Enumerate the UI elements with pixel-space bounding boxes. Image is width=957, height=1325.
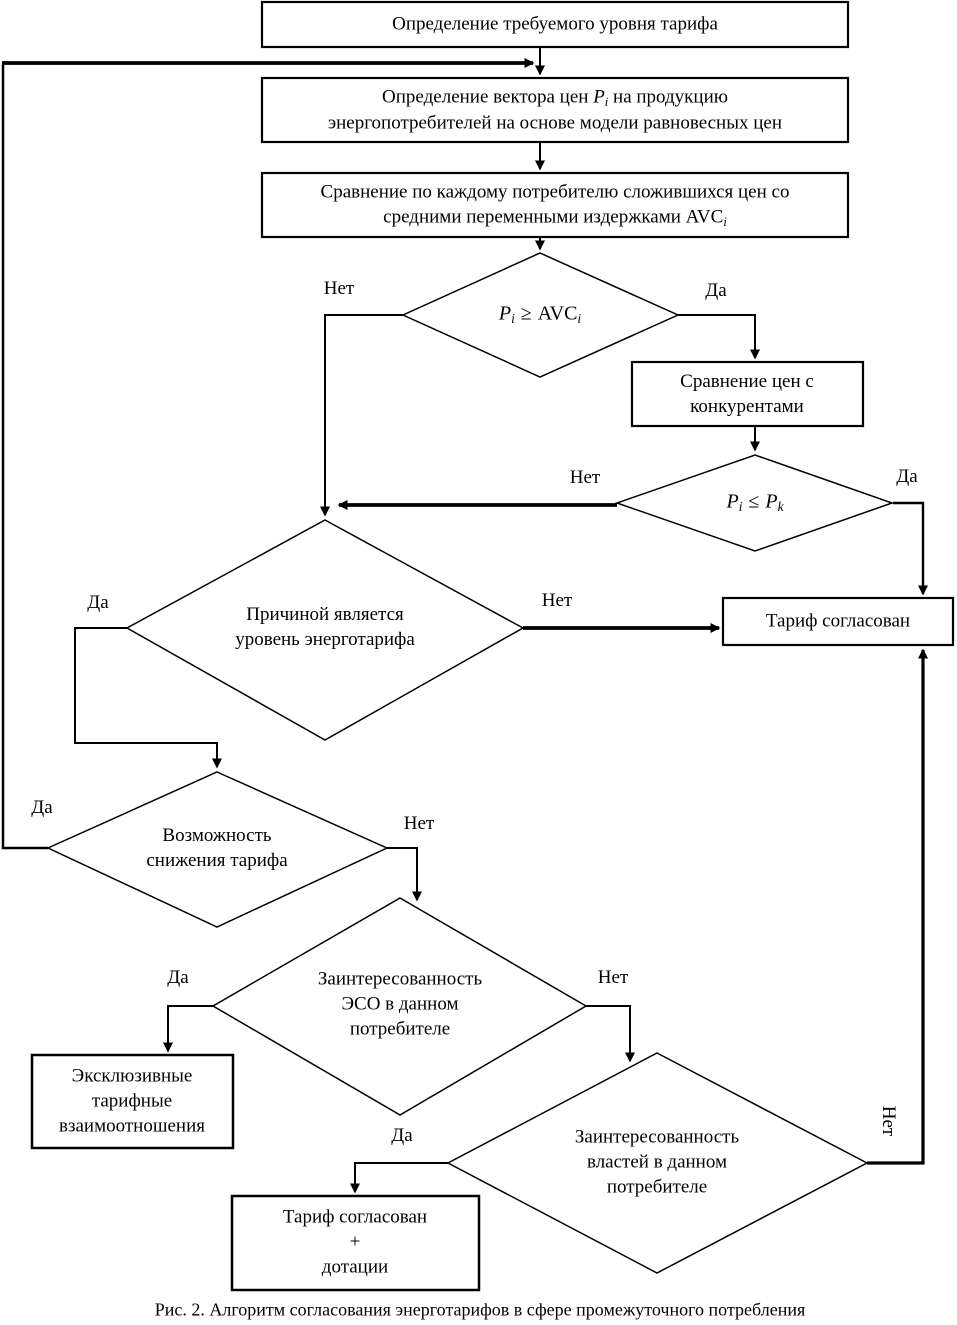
decision4-no-label: Нет (403, 813, 435, 834)
box3-shape (260, 171, 850, 239)
decision2-rhs: P (765, 490, 778, 513)
decision3-no-label: Нет (541, 590, 573, 611)
edge-decision6-no-feedback (867, 648, 928, 1165)
decision4-yes-label: Да (31, 797, 53, 818)
decision2-label: Pi≤Pk (727, 488, 784, 515)
edge-decision4-yes-feedback-vertical (1, 64, 48, 850)
figure-caption: Рис. 2. Алгоритм согласования энерготари… (154, 1299, 806, 1320)
decision6-no-label: Нет (878, 1105, 899, 1137)
decision1-label: Pi≥AVCi (499, 300, 581, 327)
box7-label: Тариф согласован + дотации (282, 1206, 428, 1278)
box2-price-vector-subscript: i (604, 94, 609, 109)
box2-label: Определение вектора цен Pi на продукцию … (265, 84, 845, 135)
edge-decision1-no (320, 314, 403, 517)
box3-line2-pre: средними переменными издержками (383, 206, 686, 228)
decision1-lhs-subscript: i (511, 311, 515, 327)
box7-shape (230, 1194, 481, 1292)
decision3-yes-label: Да (87, 592, 109, 613)
decision1-rhs-subscript: i (577, 311, 582, 327)
box3-avc-symbol: AVC (685, 206, 724, 228)
box2-shape (260, 76, 850, 144)
decision6-shape (446, 1052, 869, 1274)
decision1-lhs: P (498, 302, 512, 325)
box2-line1-post: на продукцию (608, 86, 728, 108)
decision1-no-label: Нет (323, 278, 355, 299)
decision1-rhs: AVC (537, 302, 578, 325)
box3-avc-subscript: i (723, 215, 727, 230)
decision6-label: Заинтересованность властей в данном потр… (574, 1126, 740, 1198)
box1-shape (260, 0, 850, 49)
edge-decision5-no (586, 1005, 635, 1063)
decision1-yes-label: Да (705, 280, 727, 301)
decision3-label: Причиной является уровень энерготарифа (235, 603, 415, 650)
decision1-operator: ≥ (520, 302, 532, 325)
decision2-shape (614, 454, 895, 552)
edge-decision4-no (387, 847, 422, 902)
decision2-yes-label: Да (896, 466, 918, 487)
box2-line2: энергопотребителей на основе модели равн… (327, 112, 783, 134)
decision5-label: Заинтересованность ЭСО в данном потребит… (317, 968, 483, 1040)
box6-label: Эксклюзивные тарифные взаимоотношения (59, 1065, 205, 1137)
edge-decision5-yes (163, 1005, 213, 1053)
edge-decision3-yes (74, 627, 222, 769)
decision2-lhs-subscript: i (738, 499, 743, 515)
box5-shape (721, 596, 955, 647)
decision2-rhs-subscript: k (777, 499, 784, 515)
box3-label: Сравнение по каждому потребителю сложивш… (265, 179, 845, 230)
edge-decision2-yes (893, 501, 928, 596)
box6-shape (30, 1053, 235, 1150)
decision5-shape (211, 897, 588, 1116)
decision3-shape (125, 519, 525, 741)
edge-decision6-yes (350, 1162, 448, 1194)
decision2-lhs: P (726, 490, 739, 513)
edge-decision1-yes (678, 314, 760, 360)
decision4-label: Возможность снижения тарифа (146, 824, 288, 871)
decision6-yes-label: Да (391, 1125, 413, 1146)
box1-label: Определение требуемого уровня тарифа (392, 13, 718, 35)
decision5-no-label: Нет (597, 967, 629, 988)
box2-line1-pre: Определение вектора цен (382, 86, 594, 108)
box3-line1: Сравнение по каждому потребителю сложивш… (320, 181, 790, 203)
box4-shape (630, 360, 865, 428)
decision2-no-label: Нет (569, 467, 601, 488)
decision1-shape (401, 252, 680, 378)
decision2-operator: ≤ (748, 490, 760, 513)
decision4-shape (46, 771, 389, 928)
box2-price-vector-symbol: P (593, 86, 605, 108)
box4-label: Сравнение цен с конкурентами (680, 370, 814, 417)
box5-label: Тариф согласован (765, 610, 911, 632)
decision5-yes-label: Да (167, 967, 189, 988)
